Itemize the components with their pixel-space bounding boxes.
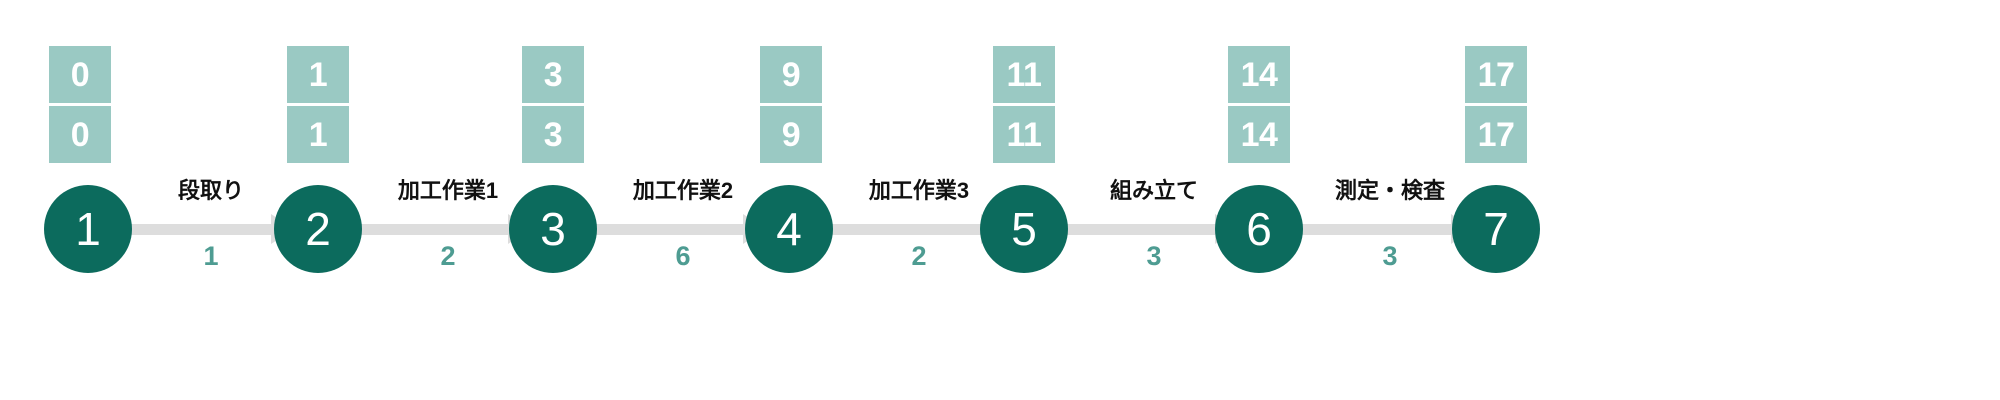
time-box-node-3: 3 3 [522,46,584,163]
latest-time-node-7: 17 [1465,106,1527,163]
activity-label-3-4: 加工作業2 [632,178,734,203]
time-box-node-5: 11 11 [993,46,1055,163]
event-node-2[interactable]: 2 [274,185,362,273]
arrow-3-to-4 [590,214,766,244]
latest-time-node-6: 14 [1228,106,1290,163]
earliest-time-node-2: 1 [287,46,349,106]
duration-label-4-5: 2 [911,241,927,271]
activity-label-1-2: 段取り [177,178,244,203]
event-node-4[interactable]: 4 [745,185,833,273]
arrow-shaft [590,223,743,235]
activity-label-2-3: 加工作業1 [397,178,499,203]
duration-label-1-2: 1 [203,241,219,271]
duration-label-2-3: 2 [440,241,456,271]
activity-label-4-5: 加工作業3 [868,178,970,203]
arrow-2-to-3 [355,214,531,244]
latest-time-node-1: 0 [49,106,111,163]
arrow-shaft [355,223,508,235]
earliest-time-node-5: 11 [993,46,1055,106]
activity-label-6-7: 測定・検査 [1334,178,1445,203]
time-box-node-4: 9 9 [760,46,822,163]
latest-time-node-4: 9 [760,106,822,163]
activity-label-5-6: 組み立て [1109,178,1198,203]
event-node-5[interactable]: 5 [980,185,1068,273]
arrow-6-to-7 [1298,214,1474,244]
arrow-shaft [1062,223,1215,235]
latest-time-node-3: 3 [522,106,584,163]
earliest-time-node-7: 17 [1465,46,1527,106]
time-box-node-1: 0 0 [49,46,111,163]
latest-time-node-2: 1 [287,106,349,163]
earliest-time-node-6: 14 [1228,46,1290,106]
time-box-node-6: 14 14 [1228,46,1290,163]
arrow-shaft [828,223,981,235]
event-node-1[interactable]: 1 [44,185,132,273]
duration-label-3-4: 6 [675,241,691,271]
duration-label-6-7: 3 [1382,241,1398,271]
arrow-shaft [118,223,271,235]
event-node-7[interactable]: 7 [1452,185,1540,273]
arrow-shaft [1298,223,1451,235]
arrow-5-to-6 [1062,214,1238,244]
earliest-time-node-4: 9 [760,46,822,106]
latest-time-node-5: 11 [993,106,1055,163]
arrow-1-to-2 [118,214,294,244]
earliest-time-node-3: 3 [522,46,584,106]
time-box-node-2: 1 1 [287,46,349,163]
arrow-4-to-5 [828,214,1004,244]
duration-label-5-6: 3 [1146,241,1162,271]
event-node-3[interactable]: 3 [509,185,597,273]
earliest-time-node-1: 0 [49,46,111,106]
event-node-6[interactable]: 6 [1215,185,1303,273]
time-box-node-7: 17 17 [1465,46,1527,163]
